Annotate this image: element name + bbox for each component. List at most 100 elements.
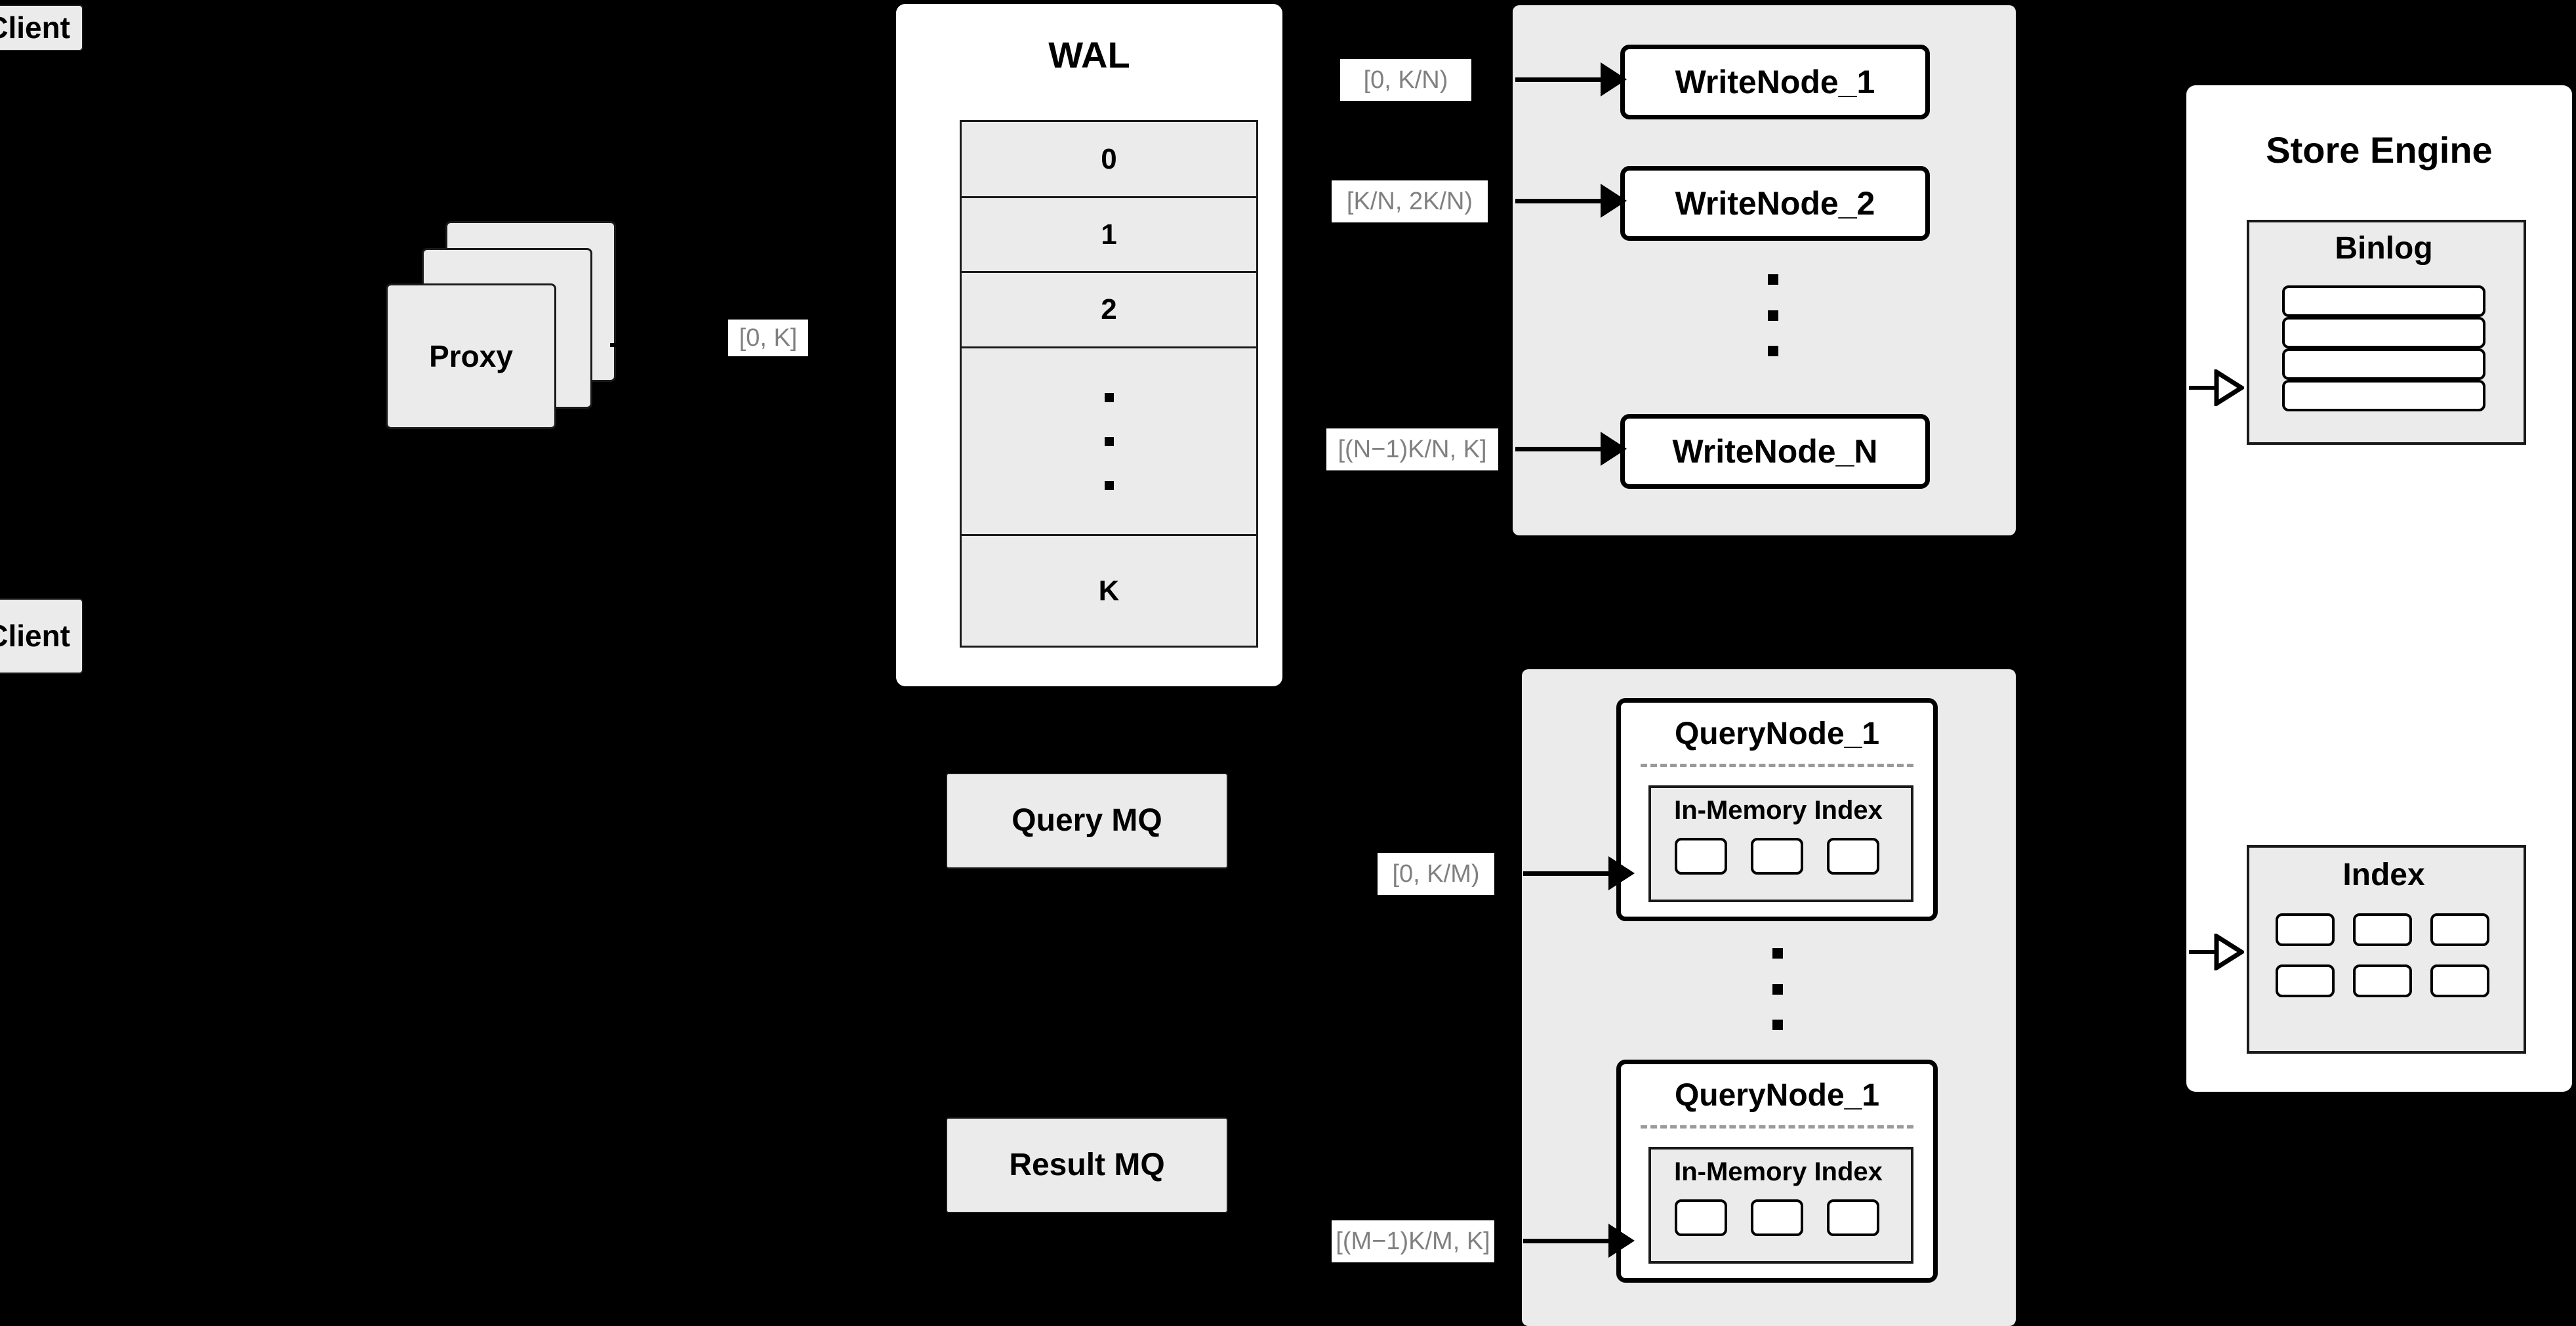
query-node-2-index-title: In-Memory Index — [1651, 1156, 1906, 1188]
write-node-2-label: WriteNode_2 — [1675, 184, 1875, 222]
edge-label-querynode-1: [0, K/M) — [1378, 853, 1494, 895]
client-node-1[interactable]: Client — [0, 5, 83, 51]
edge-label-writenode-1: [0, K/N) — [1340, 59, 1471, 101]
wal-entry-k-label: K — [1098, 574, 1120, 607]
query-node-1-index-segment-3[interactable] — [1827, 838, 1879, 875]
arrowhead-querynode-2-icon — [1608, 1224, 1635, 1258]
arrow-shaft-querynode-2 — [1523, 1239, 1611, 1243]
query-node-2-index-segment-3[interactable] — [1827, 1199, 1879, 1236]
binlog-title-text: Binlog — [2335, 230, 2433, 266]
arrowhead-writenode-n-icon — [1601, 432, 1627, 466]
wal-vertical-ellipsis-icon — [1104, 392, 1114, 490]
index-cell-6[interactable] — [2430, 964, 2489, 997]
wal-title-text: WAL — [1048, 34, 1130, 76]
wal-entry-ellipsis — [962, 348, 1256, 536]
wal-entry-2[interactable]: 2 — [962, 273, 1256, 348]
query-node-1-index-title: In-Memory Index — [1651, 795, 1906, 826]
arrow-shaft-writenode-2 — [1515, 199, 1603, 203]
query-node-1-index-segment-1[interactable] — [1675, 838, 1727, 875]
binlog-row-4[interactable] — [2282, 380, 2485, 411]
write-node-group: WriteNode_1 WriteNode_2 WriteNode_N — [1513, 5, 2016, 535]
store-engine-panel: Store Engine Binlog Index — [2186, 85, 2572, 1092]
query-mq-node[interactable]: Query MQ — [946, 773, 1228, 869]
write-node-1-label: WriteNode_1 — [1675, 63, 1875, 100]
wal-entry-1[interactable]: 1 — [962, 198, 1256, 273]
proxy-label: Proxy — [429, 339, 513, 373]
query-node-1-separator — [1641, 764, 1913, 767]
wal-entry-table: 0 1 2 K — [960, 120, 1258, 648]
edge-label-writenode-1-text: [0, K/N) — [1363, 66, 1448, 94]
client-label-1: Client — [0, 10, 70, 45]
result-mq-label: Result MQ — [1009, 1147, 1165, 1182]
result-mq-node[interactable]: Result MQ — [946, 1117, 1228, 1213]
index-title: Index — [2249, 857, 2518, 894]
edge-label-proxy-to-wal: [0, K] — [728, 320, 808, 356]
store-engine-title-text: Store Engine — [2266, 129, 2493, 171]
query-group-vertical-ellipsis-icon — [1772, 948, 1783, 1030]
query-node-2-index-segment-1[interactable] — [1675, 1199, 1727, 1236]
wal-entry-0-label: 0 — [1101, 142, 1117, 175]
arrow-shaft-querynode-1 — [1523, 871, 1611, 876]
store-engine-title: Store Engine — [2186, 130, 2572, 171]
query-node-1-title-text: QueryNode_1 — [1674, 716, 1880, 751]
wal-entry-1-label: 1 — [1101, 218, 1117, 251]
binlog-row-2[interactable] — [2282, 317, 2485, 348]
edge-label-writenode-2-text: [K/N, 2K/N) — [1346, 188, 1473, 215]
client-label-2: Client — [0, 619, 70, 653]
write-node-n[interactable]: WriteNode_N — [1620, 414, 1930, 489]
binlog-panel[interactable]: Binlog — [2247, 220, 2526, 445]
binlog-title: Binlog — [2249, 230, 2518, 267]
query-node-1-index-title-text: In-Memory Index — [1674, 796, 1883, 825]
wal-entry-2-label: 2 — [1101, 293, 1117, 325]
query-node-2-title-text: QueryNode_1 — [1674, 1077, 1880, 1113]
arrowhead-open-index-icon — [2214, 932, 2246, 972]
index-panel[interactable]: Index — [2247, 845, 2526, 1054]
edge-label-querynode-2: [(M−1)K/M, K] — [1332, 1220, 1494, 1262]
proxy-connector-nub — [610, 343, 636, 347]
query-node-1-index-segment-2[interactable] — [1751, 838, 1803, 875]
index-title-text: Index — [2342, 857, 2425, 892]
edge-label-writenode-n: [(N−1)K/N, K] — [1326, 428, 1498, 470]
edge-label-querynode-2-text: [(M−1)K/M, K] — [1336, 1228, 1490, 1255]
query-node-2-separator — [1641, 1125, 1913, 1129]
query-node-1[interactable]: QueryNode_1 In-Memory Index — [1616, 698, 1938, 921]
proxy-node[interactable]: Proxy — [386, 283, 556, 429]
index-cell-5[interactable] — [2353, 964, 2412, 997]
query-node-2[interactable]: QueryNode_1 In-Memory Index — [1616, 1060, 1938, 1283]
edge-label-proxy-to-wal-text: [0, K] — [739, 324, 798, 352]
arrowhead-open-binlog-icon — [2214, 367, 2246, 408]
index-cell-2[interactable] — [2353, 913, 2412, 946]
arrow-shaft-writenode-n — [1515, 447, 1603, 451]
index-cell-4[interactable] — [2276, 964, 2335, 997]
query-node-1-inmemory-index[interactable]: In-Memory Index — [1648, 785, 1913, 902]
arrow-shaft-writenode-1 — [1515, 77, 1603, 82]
query-node-2-inmemory-index[interactable]: In-Memory Index — [1648, 1147, 1913, 1264]
query-node-2-index-segment-2[interactable] — [1751, 1199, 1803, 1236]
edge-label-querynode-1-text: [0, K/M) — [1392, 860, 1480, 888]
query-node-1-title: QueryNode_1 — [1621, 715, 1933, 754]
write-node-2[interactable]: WriteNode_2 — [1620, 166, 1930, 241]
write-group-vertical-ellipsis-icon — [1768, 274, 1778, 356]
binlog-row-1[interactable] — [2282, 285, 2485, 317]
wal-entry-0[interactable]: 0 — [962, 122, 1256, 198]
query-node-2-title: QueryNode_1 — [1621, 1076, 1933, 1115]
arrowhead-querynode-1-icon — [1608, 856, 1635, 890]
write-node-n-label: WriteNode_N — [1672, 432, 1878, 470]
edge-label-writenode-2: [K/N, 2K/N) — [1332, 180, 1488, 222]
client-node-2[interactable]: Client — [0, 598, 83, 674]
wal-entry-k[interactable]: K — [962, 536, 1256, 646]
arrowhead-writenode-2-icon — [1601, 184, 1627, 218]
arrow-shaft-to-binlog — [2189, 386, 2217, 390]
index-cell-1[interactable] — [2276, 913, 2335, 946]
write-node-1[interactable]: WriteNode_1 — [1620, 45, 1930, 119]
wal-title: WAL — [896, 35, 1282, 75]
query-mq-label: Query MQ — [1012, 802, 1162, 838]
query-node-2-index-title-text: In-Memory Index — [1674, 1157, 1883, 1186]
wal-panel: WAL 0 1 2 K — [896, 4, 1282, 686]
index-cell-3[interactable] — [2430, 913, 2489, 946]
arrow-shaft-to-index — [2189, 950, 2217, 954]
binlog-row-3[interactable] — [2282, 348, 2485, 380]
edge-label-writenode-n-text: [(N−1)K/N, K] — [1338, 436, 1487, 463]
arrowhead-writenode-1-icon — [1601, 62, 1627, 96]
